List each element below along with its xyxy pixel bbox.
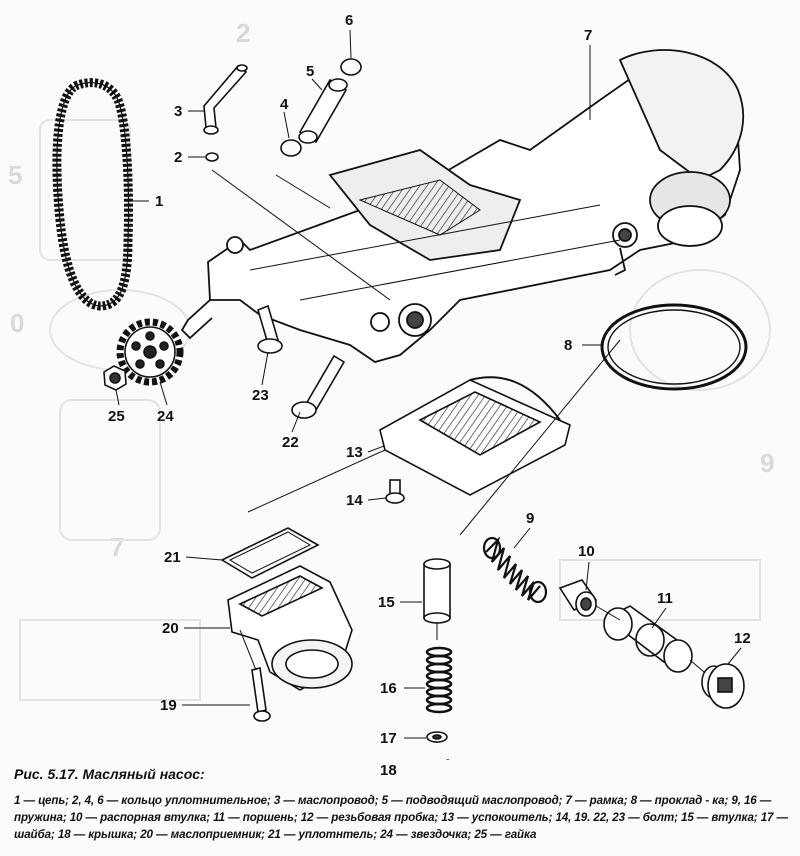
assembly-guide-lines — [211, 169, 705, 673]
piston-part — [603, 605, 693, 673]
callout-label: 15 — [378, 594, 395, 611]
callout-label: 18 — [380, 762, 397, 779]
oil-pipe-part — [203, 64, 248, 162]
oil-pump-exploded-diagram — [19, 29, 771, 760]
callout-label: 5 — [306, 63, 315, 80]
callout-label: 13 — [346, 444, 363, 461]
callout-label: 10 — [578, 543, 595, 560]
baffle-part — [379, 376, 571, 496]
ghost-numeral: 5 — [8, 160, 23, 190]
ghost-numeral: 2 — [236, 18, 251, 48]
supply-pipe-part — [280, 58, 362, 157]
figure-caption: Рис. 5.17. Масляный насос: 1 — цепь; 2, … — [14, 766, 790, 843]
callout-label: 1 — [155, 193, 164, 210]
callout-label: 4 — [280, 96, 289, 113]
callout-label: 23 — [252, 387, 269, 404]
bolt-part — [291, 354, 346, 419]
washer-part — [426, 731, 448, 743]
callout-label: 24 — [157, 408, 174, 425]
oil-intake-part — [227, 565, 353, 691]
callout-label: 7 — [584, 27, 593, 44]
callout-label: 22 — [282, 434, 299, 451]
callout-label: 8 — [564, 337, 573, 354]
callout-label: 12 — [734, 630, 751, 647]
sleeve-part — [423, 558, 451, 624]
spacer-sleeve-part — [558, 579, 598, 617]
callout-label: 14 — [346, 492, 363, 509]
callout-label: 17 — [380, 730, 397, 747]
callout-label: 6 — [345, 12, 354, 29]
ghost-numeral: 0 — [10, 308, 25, 338]
gasket-ring-part — [600, 303, 748, 391]
callout-label: 11 — [657, 590, 673, 607]
bolt-part — [385, 479, 405, 504]
figure-legend: 1 — цепь; 2, 4, 6 — кольцо уплотнительно… — [14, 794, 788, 841]
callout-label: 3 — [174, 103, 183, 120]
spring-part — [425, 646, 453, 714]
chain-part — [52, 78, 134, 311]
callout-label: 16 — [380, 680, 397, 697]
callout-leaders — [115, 29, 742, 739]
callout-label: 21 — [164, 549, 181, 566]
callout-label: 20 — [162, 620, 179, 637]
sprocket-part — [116, 318, 184, 386]
nut-part — [103, 365, 127, 391]
figure-title: Рис. 5.17. Масляный насос: — [14, 766, 205, 782]
ghost-numeral: 9 — [760, 448, 775, 478]
callout-label: 19 — [160, 697, 177, 714]
threaded-plug-part — [701, 663, 745, 709]
spring-part — [482, 536, 548, 604]
pump-frame-part — [180, 49, 745, 363]
callout-label: 25 — [108, 408, 125, 425]
bolt-part — [251, 667, 271, 722]
callout-label: 9 — [526, 510, 535, 527]
bolt-part — [257, 304, 283, 354]
seal-part — [220, 527, 320, 579]
callout-label: 2 — [174, 149, 183, 166]
